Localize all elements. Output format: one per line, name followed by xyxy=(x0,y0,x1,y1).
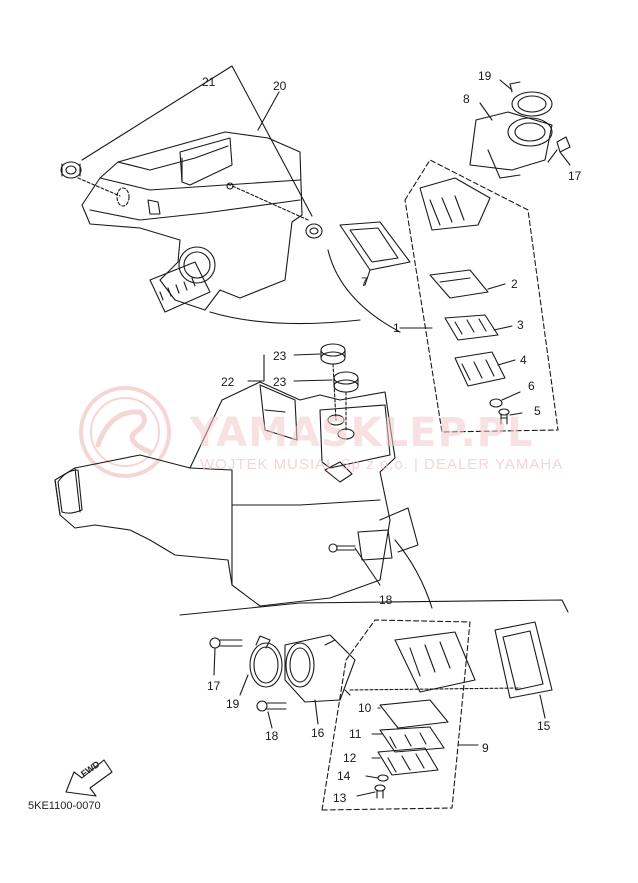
leader-7 xyxy=(364,269,371,286)
intake-joint-16 xyxy=(284,634,356,703)
leader-21 xyxy=(81,65,313,217)
reed-stopper-12 xyxy=(377,747,439,776)
callout-3: 3 xyxy=(517,318,524,332)
reference-curve-middle xyxy=(394,539,433,609)
watermark-logo xyxy=(79,386,171,478)
leader-17a xyxy=(559,151,571,166)
leaders-22-23 xyxy=(247,353,333,382)
callout-11: 11 xyxy=(349,727,362,741)
reed-petal-11 xyxy=(379,726,445,753)
callout-8: 8 xyxy=(463,92,470,106)
airbox-duct xyxy=(54,381,419,607)
callout-23-bottom: 23 xyxy=(273,375,287,389)
grommet-21-right xyxy=(305,223,323,239)
leaders-group-9 xyxy=(356,707,479,797)
leader-8 xyxy=(479,102,493,121)
leader-18a xyxy=(354,547,381,586)
leader-15 xyxy=(539,694,546,719)
guide-line-15 xyxy=(349,687,521,691)
reed-petal-3 xyxy=(444,314,499,341)
cap-23-top xyxy=(320,343,346,365)
callout-23-top: 23 xyxy=(273,349,287,363)
callout-18-middle: 18 xyxy=(379,593,393,607)
leader-19b xyxy=(239,674,249,696)
callout-15: 15 xyxy=(537,719,551,733)
screw-5 xyxy=(498,408,510,425)
callout-20: 20 xyxy=(273,79,287,93)
reed-valve-body-bottom xyxy=(394,631,476,693)
bolt-18-bottom xyxy=(256,700,287,712)
callout-13: 13 xyxy=(333,791,347,805)
callout-7: 7 xyxy=(361,275,368,289)
reed-stopper-4 xyxy=(454,351,506,387)
callout-19: 19 xyxy=(478,69,492,83)
callout-2: 2 xyxy=(511,277,518,291)
callout-21: 21 xyxy=(202,75,216,89)
reed-valve-group-box xyxy=(404,159,559,433)
bolt-17-bottom xyxy=(209,637,243,649)
fwd-arrow-icon xyxy=(65,759,113,797)
reed-petal-2 xyxy=(429,269,489,299)
air-filter-case xyxy=(77,131,361,325)
callout-14: 14 xyxy=(337,769,351,783)
gasket-15 xyxy=(494,621,553,699)
reed-valve-body xyxy=(419,177,491,231)
leaders-right-group xyxy=(399,283,523,416)
leader-19a xyxy=(499,79,513,91)
callout-12: 12 xyxy=(343,751,357,765)
washer-14 xyxy=(377,774,389,782)
callout-22: 22 xyxy=(221,375,235,389)
bottom-section-border xyxy=(179,599,569,616)
reed-valve-group-9-box xyxy=(321,619,471,811)
reference-curve-top xyxy=(327,249,401,333)
carb-joint-assembly xyxy=(469,81,571,179)
leader-16 xyxy=(314,699,319,725)
watermark-title: YAMASKLEP.PL xyxy=(190,410,534,456)
callout-1: 1 xyxy=(393,321,400,335)
reed-petal-10 xyxy=(379,699,449,729)
gasket-7 xyxy=(339,221,411,271)
leader-20 xyxy=(257,91,280,131)
cap-guide-lines xyxy=(332,363,347,433)
callout-9: 9 xyxy=(482,741,489,755)
callout-17-bottom: 17 xyxy=(207,679,221,693)
callout-18-bottom: 18 xyxy=(265,729,279,743)
diagram-code: 5KE1100-0070 xyxy=(28,800,101,812)
grommet-21-left xyxy=(60,161,82,179)
watermark-subtitle: WOJTEK MUSIAŁ Sp z o.o. | DEALER YAMAHA xyxy=(200,456,564,473)
leader-18b xyxy=(267,711,273,729)
callout-19-bottom: 19 xyxy=(226,697,240,711)
cap-23-bottom xyxy=(333,371,359,393)
callout-10: 10 xyxy=(358,701,372,715)
callout-5: 5 xyxy=(534,404,541,418)
callout-17: 17 xyxy=(568,169,582,183)
bolt-18-middle xyxy=(328,543,356,553)
leader-17b xyxy=(213,647,216,676)
callout-4: 4 xyxy=(520,353,527,367)
washer-6 xyxy=(489,398,503,408)
screw-13 xyxy=(374,784,386,799)
callout-6: 6 xyxy=(528,379,535,393)
callout-16: 16 xyxy=(311,726,325,740)
clamp-19-bottom xyxy=(249,635,283,688)
